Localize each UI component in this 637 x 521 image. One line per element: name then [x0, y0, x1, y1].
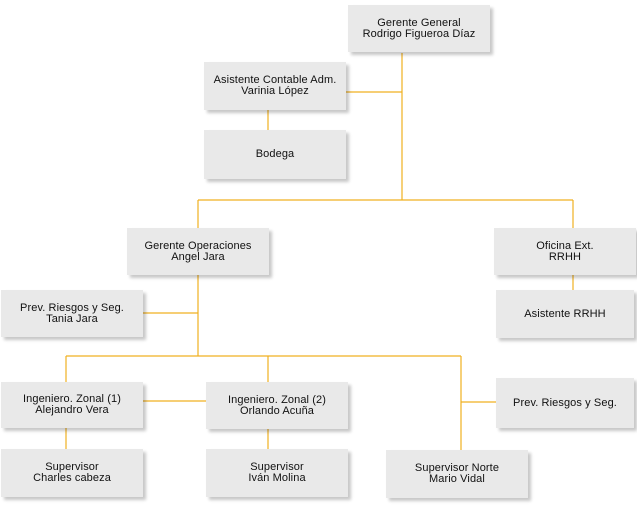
node-asistente-contable: Asistente Contable Adm.Varinia López: [204, 62, 346, 110]
node-person: RRHH: [548, 250, 582, 263]
node-prev-riesgos-2: Prev. Riesgos y Seg.: [496, 378, 634, 428]
node-bodega: Bodega: [204, 130, 346, 179]
node-person: Orlando Acuña: [239, 404, 315, 417]
node-person: Tania Jara: [46, 312, 98, 325]
node-role: Ingeniero. Zonal (2): [228, 393, 326, 406]
node-role: Asistente RRHH: [524, 307, 606, 320]
node-prev-riesgos-tania: Prev. Riesgos y Seg.Tania Jara: [1, 290, 143, 337]
node-role: Prev. Riesgos y Seg.: [20, 301, 124, 314]
node-role: Gerente General: [377, 16, 461, 29]
node-role: Gerente Operaciones: [144, 239, 252, 252]
node-oficina-ext: Oficina Ext.RRHH: [494, 228, 636, 275]
node-asistente-rrhh: Asistente RRHH: [496, 290, 634, 338]
node-person: Varinia López: [241, 85, 309, 97]
node-role: Supervisor Norte: [414, 462, 500, 474]
node-person: Mario Vidal: [429, 473, 485, 485]
node-role: Supervisor: [45, 461, 99, 473]
node-ingeniero-zonal-1: Ingeniero. Zonal (1)Alejandro Vera: [1, 382, 143, 428]
node-person: Alejandro Vera: [35, 404, 109, 416]
node-person: Charles cabeza: [33, 472, 111, 484]
node-role: Ingeniero. Zonal (1): [23, 393, 121, 405]
node-role: Supervisor: [250, 461, 304, 473]
node-role: Oficina Ext.: [536, 239, 594, 252]
node-person: Rodrigo Figueroa Díaz: [362, 27, 476, 40]
node-person: Iván Molina: [248, 472, 306, 484]
node-role: Prev. Riesgos y Seg.: [513, 396, 617, 409]
node-role: Asistente Contable Adm.: [213, 74, 337, 86]
node-role: Bodega: [255, 148, 295, 160]
node-ingeniero-zonal-2: Ingeniero. Zonal (2)Orlando Acuña: [206, 382, 348, 429]
node-person: Angel Jara: [171, 250, 225, 263]
